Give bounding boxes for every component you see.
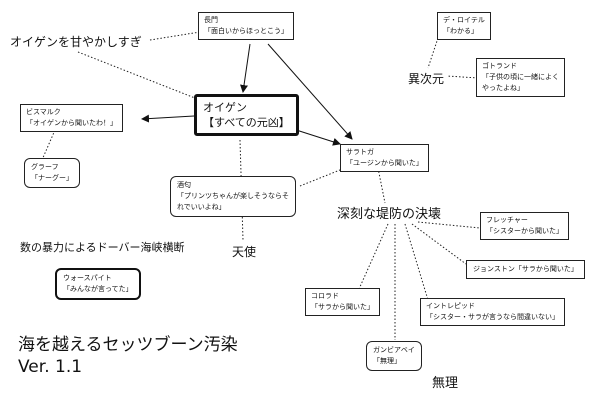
oigen-quote: 【すべての元凶】: [203, 116, 290, 129]
nagato-box: 長門 「面白いからほっとこう」: [198, 12, 294, 40]
de-ruyter-name: デ・ロイテル: [443, 16, 485, 24]
edge-nagato-sweet: [149, 31, 201, 41]
bismarck-name: ビスマルク: [26, 108, 61, 116]
edge-sweet-oigen: [77, 51, 201, 101]
edge-levee-intrepid: [404, 223, 429, 301]
intrepid-name: イントレピッド: [426, 302, 475, 310]
graf-name: グラーフ: [31, 163, 59, 171]
edge-saratoga-levee: [377, 167, 386, 204]
saratoga-quote: 「ユージンから聞いた」: [346, 159, 423, 167]
muri-label: 無理: [432, 376, 459, 391]
edge-nagato-oigen: [240, 43, 251, 93]
edge-nagato-saratoga: [267, 43, 353, 140]
saratoga-name: サラトガ: [346, 148, 374, 156]
page-title: 海を越えるセッツブーン汚染: [18, 335, 238, 355]
sakawa-box: 酒匂 「プリンツちゃんが楽しそうならそ れでいいよね」: [170, 176, 296, 217]
fletcher-quote: 「シスターから聞いた」: [486, 227, 563, 235]
intrepid-box: イントレピッド 「シスター・サラが言うなら間違いない」: [420, 298, 565, 326]
colorado-box: コロラド 「サラから聞いた」: [305, 288, 380, 316]
oigen-sweet-label: オイゲンを甘やかしすぎ: [10, 35, 142, 49]
sakawa-quote-2: れでいいよね」: [177, 203, 226, 211]
graf-quote: 「ナーグー」: [31, 174, 73, 182]
johnston-text: ジョンストン「サラから聞いた」: [473, 265, 578, 273]
gotland-name: ゴトランド: [482, 62, 517, 70]
oigen-name: オイゲン: [203, 101, 247, 114]
edge-levee-johnston: [411, 223, 467, 265]
johnston-box: ジョンストン「サラから聞いた」: [466, 260, 585, 279]
warspite-box: ウォースパイト 「みんなが言ってた」: [55, 268, 141, 300]
edge-bismarck-graf: [41, 129, 56, 161]
sakawa-quote-1: 「プリンツちゃんが楽しそうならそ: [177, 192, 289, 200]
de-ruyter-quote: 「わかる」: [443, 27, 478, 35]
levee-label: 深刻な堤防の決壊: [337, 207, 442, 222]
gotland-quote-2: やったよね」: [482, 84, 524, 92]
gambier-name: ガンビアベイ: [373, 346, 415, 354]
gotland-quote-1: 「子供の頃に一緒によく: [482, 73, 559, 81]
nagato-quote: 「面白いからほっとこう」: [204, 27, 288, 35]
de-ruyter-box: デ・ロイテル 「わかる」: [437, 12, 491, 40]
tenshi-label: 天使: [232, 245, 257, 259]
edge-levee-fletcher: [417, 221, 481, 229]
edge-oigen-bismarck: [141, 114, 195, 123]
graf-box: グラーフ 「ナーグー」: [24, 158, 80, 188]
fletcher-name: フレッチャー: [486, 216, 528, 224]
fletcher-box: フレッチャー 「シスターから聞いた」: [480, 212, 569, 240]
gotland-box: ゴトランド 「子供の頃に一緒によく やったよね」: [476, 58, 565, 97]
bismarck-quote: 「オイゲンから聞いたわ！」: [26, 119, 117, 127]
sakawa-name: 酒匂: [177, 181, 191, 189]
warspite-name: ウォースパイト: [63, 274, 112, 282]
version-label: Ver. 1.1: [18, 357, 83, 377]
gambier-box: ガンビアベイ 「無理」: [366, 341, 422, 371]
colorado-name: コロラド: [311, 292, 339, 300]
dover-label: 数の暴力によるドーバー海峡横断: [20, 241, 185, 254]
intrepid-quote: 「シスター・サラが言うなら間違いない」: [426, 313, 559, 321]
edge-levee-colorado: [354, 223, 389, 299]
edge-gotland-isekai: [446, 75, 479, 79]
gambier-quote: 「無理」: [373, 357, 401, 365]
oigen-box: オイゲン 【すべての元凶】: [194, 94, 299, 136]
isekai-label: 異次元: [408, 72, 445, 86]
bismarck-box: ビスマルク 「オイゲンから聞いたわ！」: [20, 104, 123, 132]
nagato-name: 長門: [204, 16, 218, 24]
saratoga-box: サラトガ 「ユージンから聞いた」: [340, 144, 429, 172]
warspite-quote: 「みんなが言ってた」: [63, 285, 133, 293]
edge-deruyter-isekai: [427, 37, 439, 69]
colorado-quote: 「サラから聞いた」: [311, 303, 374, 311]
